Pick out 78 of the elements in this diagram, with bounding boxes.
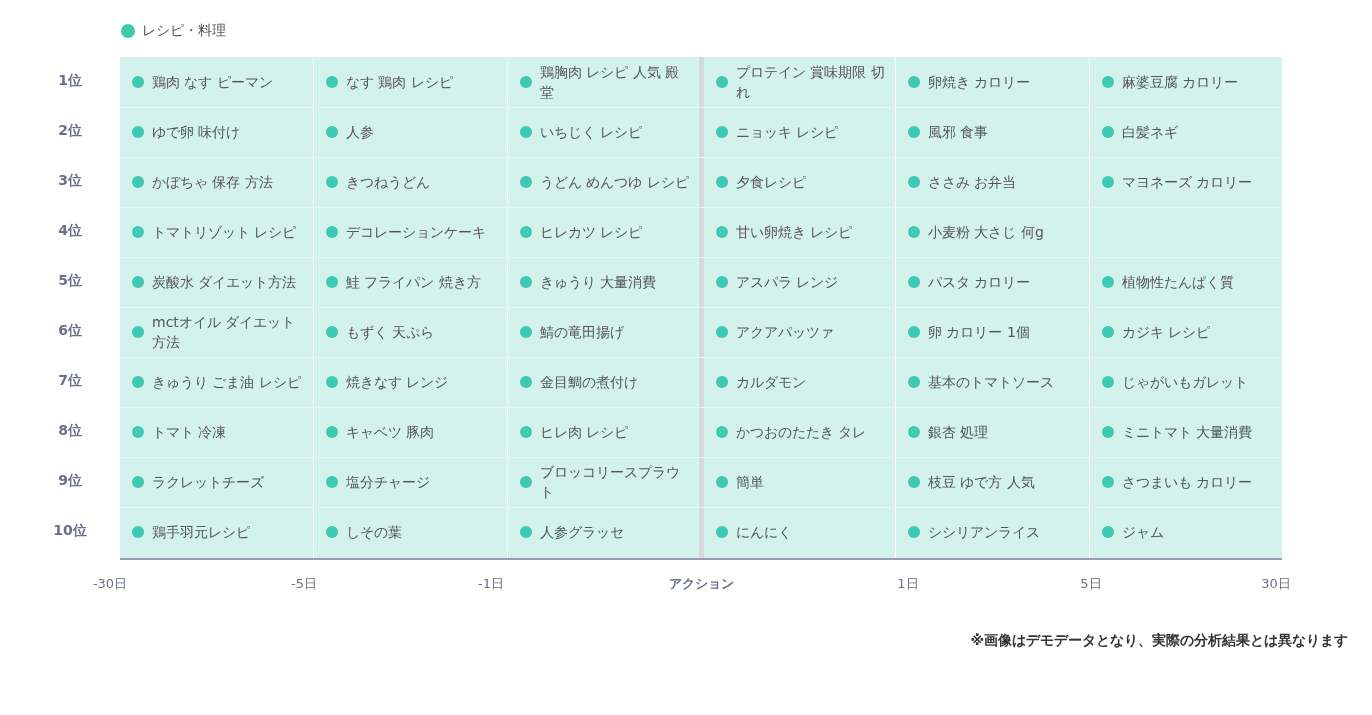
keyword-text: ブロッコリースプラウト [540, 463, 681, 502]
keyword-text: ささみ お弁当 [928, 173, 1018, 192]
keyword-text: 甘い卵焼き レシピ [736, 223, 854, 242]
keyword-text: 小麦粉 大さじ 何g [928, 223, 1045, 242]
keyword-text: 人参 [346, 123, 375, 142]
rank-label: 2位 [57, 122, 83, 140]
keyword-text: 鶏胸肉 レシピ 人気 殿堂 [540, 63, 681, 102]
axis-title: アクション [668, 575, 734, 593]
keyword-text: パスタ カロリー [928, 273, 1032, 292]
rank-label: 10位 [52, 522, 88, 540]
keyword-text: 基本のトマトソース [928, 373, 1055, 392]
keyword-text: しその葉 [346, 523, 403, 542]
footnote: ※画像はデモデータとなり、実際の分析結果とは異なります [970, 632, 1348, 650]
keyword-text: にんにく [736, 523, 793, 542]
keyword-text: きつねうどん [346, 173, 431, 192]
axis-tick-label: 30日 [1261, 575, 1291, 593]
keyword-text: 塩分チャージ [346, 473, 431, 492]
keyword-text: ゆで卵 味付け [152, 123, 242, 142]
keyword-text: カジキ レシピ [1122, 323, 1212, 342]
keyword-text: 炭酸水 ダイエット方法 [152, 273, 298, 292]
keyword-text: 鮭 フライパン 焼き方 [346, 273, 482, 292]
keyword-text: なす 鶏肉 レシピ [346, 73, 454, 92]
keyword-text: うどん めんつゆ レシピ [540, 173, 690, 192]
keyword-text: ミニトマト 大量消費 [1122, 423, 1254, 442]
keyword-text: アクアパッツァ [736, 323, 835, 342]
rank-label: 6位 [57, 322, 83, 340]
keyword-text: 金目鯛の煮付け [540, 373, 639, 392]
keyword-text: 卵 カロリー 1個 [928, 323, 1031, 342]
rank-label: 9位 [57, 472, 83, 490]
keyword-text: 麻婆豆腐 カロリー [1122, 73, 1240, 92]
keyword-text: いちじく レシピ [540, 123, 644, 142]
axis-tick-label: -1日 [478, 575, 504, 593]
keyword-text: カルダモン [736, 373, 807, 392]
keyword-text: プロテイン 賞味期限 切れ [736, 63, 886, 102]
keyword-text: かぼちゃ 保存 方法 [152, 173, 274, 192]
keyword-text: ヒレ肉 レシピ [540, 423, 630, 442]
keyword-text: 銀杏 処理 [928, 423, 990, 442]
keyword-text: ニョッキ レシピ [736, 123, 840, 142]
keyword-text: 白髪ネギ [1122, 123, 1179, 142]
keyword-text: もずく 天ぷら [346, 323, 436, 342]
keyword-text: 枝豆 ゆで方 人気 [928, 473, 1036, 492]
keyword-text: ラクレットチーズ [152, 473, 265, 492]
rank-label: 1位 [57, 72, 83, 90]
keyword-text: 鶏肉 なす ピーマン [152, 73, 274, 92]
axis-tick-label: -30日 [92, 575, 128, 593]
legend-label: レシピ・料理 [142, 22, 226, 40]
keyword-text: さつまいも カロリー [1122, 473, 1254, 492]
keyword-text: じゃがいもガレット [1122, 373, 1249, 392]
rank-label: 8位 [57, 422, 83, 440]
keyword-text: 卵焼き カロリー [928, 73, 1032, 92]
rank-label: 5位 [57, 272, 83, 290]
axis-tick-label: 5日 [1080, 575, 1102, 593]
keyword-text: 簡単 [736, 473, 765, 492]
keyword-text: トマトリゾット レシピ [152, 223, 298, 242]
rank-label: 4位 [57, 222, 83, 240]
keyword-text: かつおのたたき タレ [736, 423, 868, 442]
keyword-text: マヨネーズ カロリー [1122, 173, 1254, 192]
keyword-text: 夕食レシピ [736, 173, 807, 192]
keyword-text: ヒレカツ レシピ [540, 223, 644, 242]
keyword-text: シシリアンライス [928, 523, 1041, 542]
rank-label: 7位 [57, 372, 83, 390]
keyword-text: アスパラ レンジ [736, 273, 840, 292]
keyword-text: ジャム [1122, 523, 1165, 542]
keyword-text: 鯖の竜田揚げ [540, 323, 625, 342]
keyword-text: 風邪 食事 [928, 123, 990, 142]
keyword-text: キャベツ 豚肉 [346, 423, 436, 442]
keyword-text: 人参グラッセ [540, 523, 625, 542]
keyword-text: きゅうり 大量消費 [540, 273, 658, 292]
keyword-text: デコレーションケーキ [346, 223, 487, 242]
keyword-text: mctオイル ダイエット方法 [152, 313, 297, 352]
rank-label: 3位 [57, 172, 83, 190]
keyword-text: 焼きなす レンジ [346, 373, 450, 392]
keyword-text: きゅうり ごま油 レシピ [152, 373, 302, 392]
keyword-text: 植物性たんぱく質 [1122, 273, 1235, 292]
axis-tick-label: 1日 [897, 575, 919, 593]
axis-tick-label: -5日 [291, 575, 317, 593]
keyword-text: 鶏手羽元レシピ [152, 523, 251, 542]
keyword-text: トマト 冷凍 [152, 423, 228, 442]
